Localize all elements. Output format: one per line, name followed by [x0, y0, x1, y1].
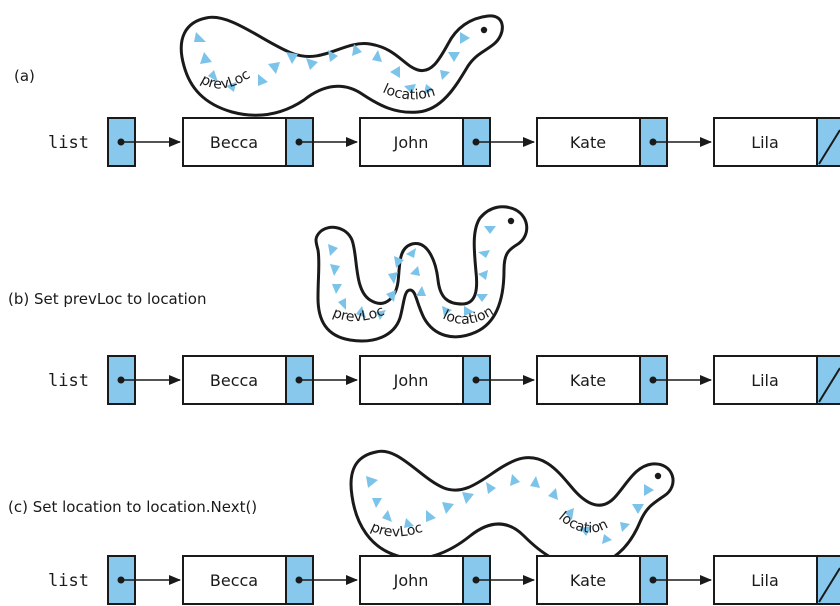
list-node: John — [360, 356, 534, 404]
node-value: Becca — [210, 133, 258, 152]
node-value: Lila — [751, 133, 779, 152]
list-node: Kate — [537, 118, 711, 166]
list-node: Kate — [537, 356, 711, 404]
worm-icon — [351, 451, 673, 566]
panel-caption: (a) — [14, 67, 35, 85]
list-head-label: list — [48, 571, 89, 591]
node-value: Becca — [210, 371, 258, 390]
node-value: Kate — [570, 571, 606, 590]
list-node: Becca — [183, 118, 357, 166]
list-node: Lila — [714, 556, 840, 604]
list-head-label: list — [48, 371, 89, 391]
node-value: Lila — [751, 371, 779, 390]
panel-c: (c) Set location to location.Next() prev… — [8, 451, 840, 604]
list-node: John — [360, 556, 534, 604]
node-value: John — [393, 571, 429, 590]
node-value: John — [393, 133, 429, 152]
panel-caption: (b) Set prevLoc to location — [8, 290, 207, 308]
list-node: Becca — [183, 356, 357, 404]
node-value: Kate — [570, 133, 606, 152]
list-node: Becca — [183, 556, 357, 604]
list-head-label: list — [48, 133, 89, 153]
list-node: Lila — [714, 356, 840, 404]
list-node: John — [360, 118, 534, 166]
node-value: John — [393, 371, 429, 390]
panel-b: (b) Set prevLoc to location prevLoc loca… — [8, 207, 840, 404]
node-value: Becca — [210, 571, 258, 590]
list-node: Kate — [537, 556, 711, 604]
node-value: Lila — [751, 571, 779, 590]
worm-icon — [181, 16, 502, 115]
node-value: Kate — [570, 371, 606, 390]
panel-a: (a) prevLoc location list Becca — [14, 16, 840, 166]
list-node: Lila — [714, 118, 840, 166]
panel-caption: (c) Set location to location.Next() — [8, 498, 257, 516]
